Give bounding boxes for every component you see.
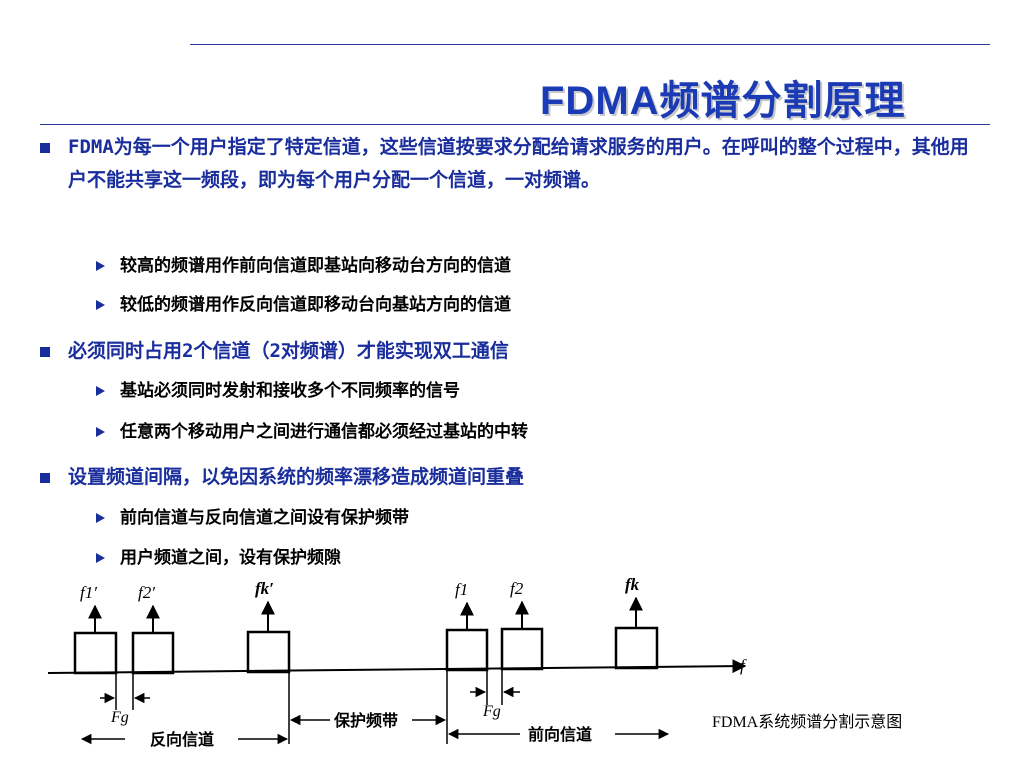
top-divider <box>190 44 990 45</box>
bullet-1-sub-2-text: 较低的频谱用作反向信道即移动台向基站方向的信道 <box>120 295 511 315</box>
channel-label-f1p: f1′ <box>80 583 97 602</box>
bullet-3-sub-1-text: 前向信道与反向信道之间设有保护频带 <box>120 508 409 528</box>
forward-channel-label: 前向信道 <box>528 725 592 744</box>
bullet-3-sub-2: 用户频道之间，设有保护频隙 <box>96 544 976 572</box>
bullet-1-sub-2: 较低的频谱用作反向信道即移动台向基站方向的信道 <box>96 291 976 319</box>
channel-label-fk: fk <box>625 575 640 594</box>
channel-label-f2p: f2′ <box>138 583 155 602</box>
bullet-3: 设置频道间隔，以免因系统的频率漂移造成频道间重叠 <box>40 461 980 494</box>
bullet-2-sub-2: 任意两个移动用户之间进行通信都必须经过基站的中转 <box>96 418 976 446</box>
bullet-2-text: 必须同时占用2个信道（2对频谱）才能实现双工通信 <box>68 340 509 362</box>
triangle-bullet-icon <box>96 553 105 563</box>
channel-box-fkp <box>246 630 291 674</box>
bullet-2-sub-1-text: 基站必须同时发射和接收多个不同频率的信号 <box>120 381 460 401</box>
square-bullet-icon <box>40 143 50 153</box>
bullet-2-sub-1: 基站必须同时发射和接收多个不同频率的信号 <box>96 377 976 405</box>
triangle-bullet-icon <box>96 513 105 523</box>
axis-label: f <box>740 656 747 675</box>
channel-box-f1p <box>73 631 118 675</box>
channel-label-f2: f2 <box>510 579 524 598</box>
triangle-bullet-icon <box>96 261 105 271</box>
bullet-1-sub-1-text: 较高的频谱用作前向信道即基站向移动台方向的信道 <box>120 256 511 276</box>
triangle-bullet-icon <box>96 386 105 396</box>
guard-gap-label-right: Fg <box>482 703 501 720</box>
square-bullet-icon <box>40 347 50 357</box>
reverse-channel-label: 反向信道 <box>150 730 214 749</box>
triangle-bullet-icon <box>96 300 105 310</box>
channel-box-f1 <box>445 628 489 672</box>
channel-label-fkp: fk′ <box>255 579 274 598</box>
bullet-1: FDMA为每一个用户指定了特定信道，这些信道按要求分配给请求服务的用户。在呼叫的… <box>40 131 980 197</box>
bullet-3-text: 设置频道间隔，以免因系统的频率漂移造成频道间重叠 <box>68 466 525 488</box>
bullet-1-text: FDMA为每一个用户指定了特定信道，这些信道按要求分配给请求服务的用户。在呼叫的… <box>68 136 969 191</box>
diagram-caption: FDMA系统频谱分割示意图 <box>712 714 903 731</box>
slide-title: FDMA频谱分割原理 <box>540 79 906 123</box>
channel-label-f1: f1 <box>455 580 468 599</box>
bullet-3-sub-1: 前向信道与反向信道之间设有保护频带 <box>96 504 976 532</box>
bullet-2: 必须同时占用2个信道（2对频谱）才能实现双工通信 <box>40 335 980 368</box>
guard-band-label: 保护频带 <box>333 711 398 730</box>
fdma-spectrum-diagram: f f1′ f2′ fk′ f1 f2 fk Fg Fg <box>47 575 747 749</box>
channel-box-f2 <box>500 627 544 671</box>
triangle-bullet-icon <box>96 427 105 437</box>
guard-gap-label-left: Fg <box>110 709 129 726</box>
channel-box-f2p <box>131 631 175 675</box>
bullet-2-sub-2-text: 任意两个移动用户之间进行通信都必须经过基站的中转 <box>120 422 528 442</box>
title-divider <box>40 124 990 125</box>
square-bullet-icon <box>40 473 50 483</box>
bullet-3-sub-2-text: 用户频道之间，设有保护频隙 <box>120 548 341 568</box>
channel-box-fk <box>614 626 659 670</box>
bullet-1-sub-1: 较高的频谱用作前向信道即基站向移动台方向的信道 <box>96 252 976 280</box>
